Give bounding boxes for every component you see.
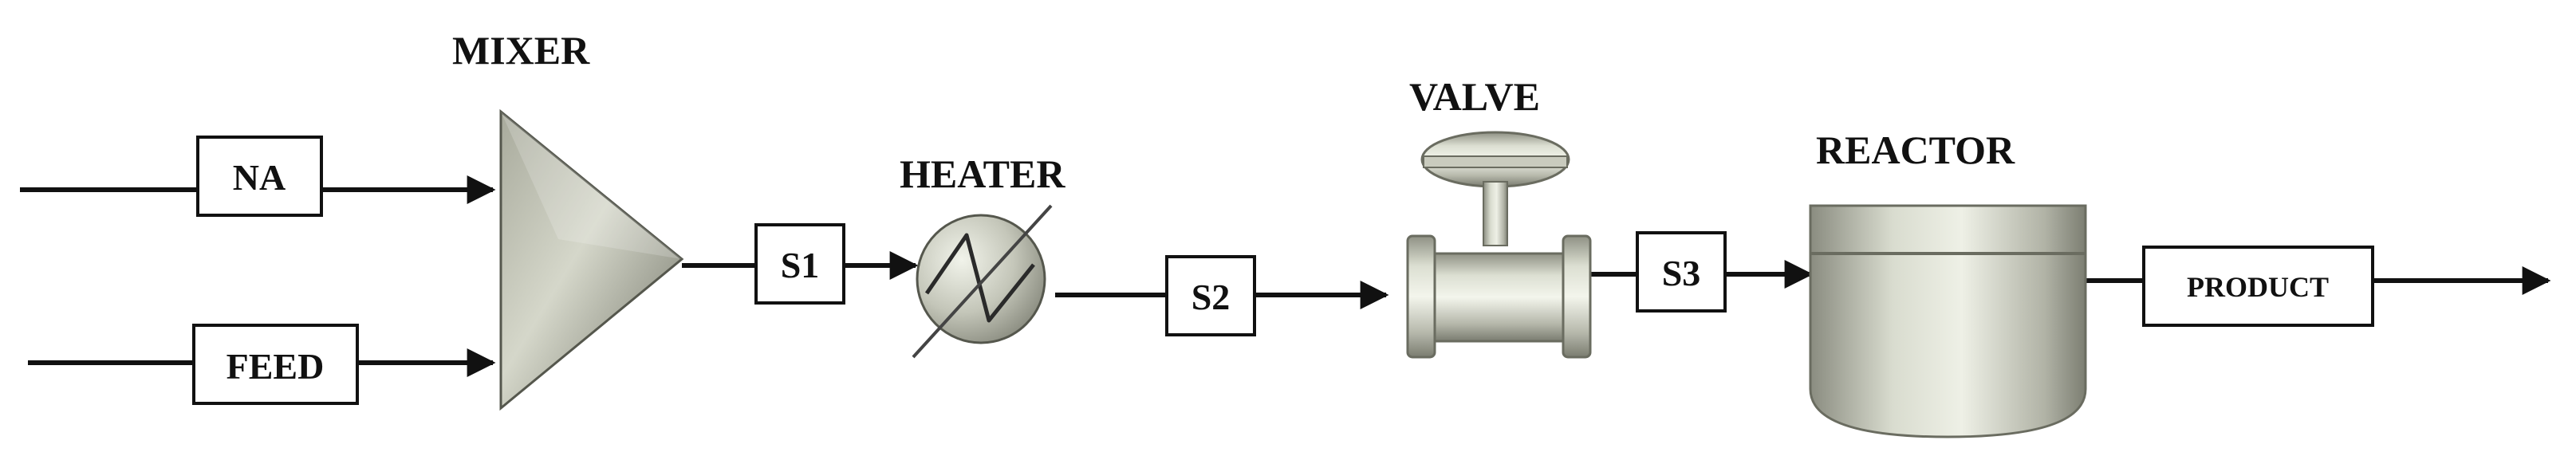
stream-box-s2[interactable]: S2 <box>1165 255 1256 336</box>
mixer-unit[interactable] <box>499 108 684 411</box>
stream-label-product: PRODUCT <box>2187 271 2329 303</box>
stream-label-s2: S2 <box>1191 277 1231 317</box>
stream-box-s1[interactable]: S1 <box>754 223 845 305</box>
stream-label-feed: FEED <box>226 346 325 387</box>
mixer-label: MIXER <box>452 28 590 73</box>
heater-label: HEATER <box>900 151 1065 196</box>
stream-box-s3[interactable]: S3 <box>1636 231 1727 313</box>
valve-label: VALVE <box>1409 74 1540 119</box>
stream-box-na[interactable]: NA <box>196 136 323 217</box>
heater-unit[interactable] <box>912 204 1053 359</box>
stream-label-na: NA <box>233 157 286 198</box>
stream-box-product[interactable]: PRODUCT <box>2142 246 2374 327</box>
stream-label-s1: S1 <box>781 245 820 285</box>
reactor-unit[interactable] <box>1809 204 2087 438</box>
stream-label-s3: S3 <box>1662 253 1701 293</box>
reactor-label: REACTOR <box>1816 128 2015 172</box>
valve-unit[interactable] <box>1406 131 1592 359</box>
stream-box-feed[interactable]: FEED <box>192 324 359 405</box>
